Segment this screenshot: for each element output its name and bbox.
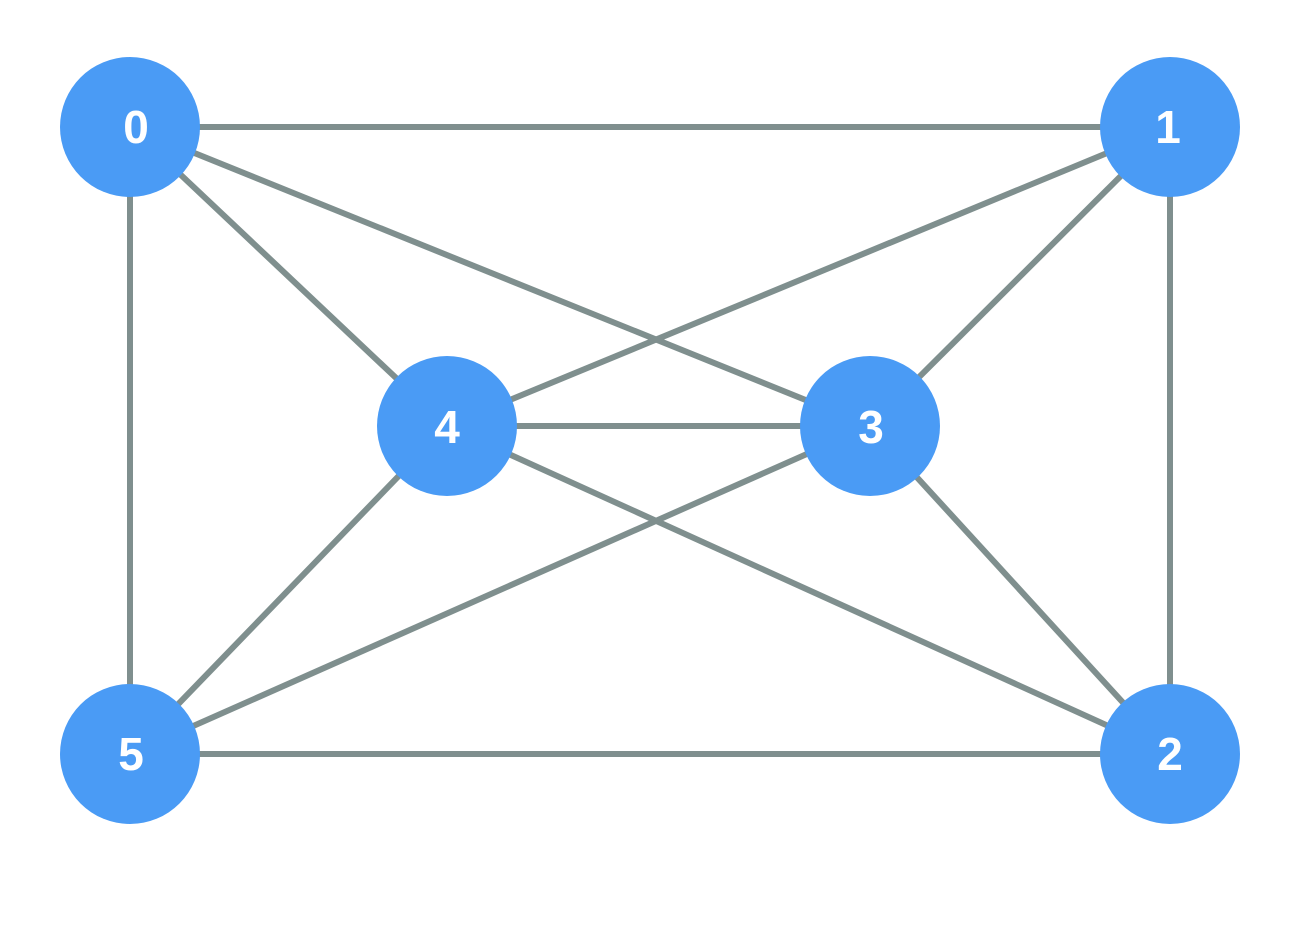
graph-edge-1-3 [867, 124, 1173, 429]
graph-edge-0-4 [127, 124, 450, 429]
graph-node-circle-3[interactable] [800, 356, 940, 496]
graph-node-circle-5[interactable] [60, 684, 200, 824]
graph-node-circle-4[interactable] [377, 356, 517, 496]
graph-node-5[interactable]: 5 [60, 684, 200, 824]
graph-node-2[interactable]: 2 [1100, 684, 1240, 824]
graph-node-circle-1[interactable] [1100, 57, 1240, 197]
graph-edge-4-5 [127, 423, 450, 757]
graph-node-circle-0[interactable] [60, 57, 200, 197]
graph-edge-3-5 [128, 423, 872, 757]
graph-edge-1-4 [445, 124, 1172, 429]
graph-node-3[interactable]: 3 [800, 356, 940, 496]
graph-edge-0-3 [128, 124, 872, 429]
graph-node-4[interactable]: 4 [377, 356, 517, 496]
edge-layer [127, 124, 1173, 757]
graph-edge-2-4 [445, 423, 1172, 757]
graph-node-0[interactable]: 0 [60, 57, 200, 197]
graph-node-1[interactable]: 1 [1100, 57, 1240, 197]
graph-edge-2-3 [867, 423, 1173, 757]
graph-node-circle-2[interactable] [1100, 684, 1240, 824]
